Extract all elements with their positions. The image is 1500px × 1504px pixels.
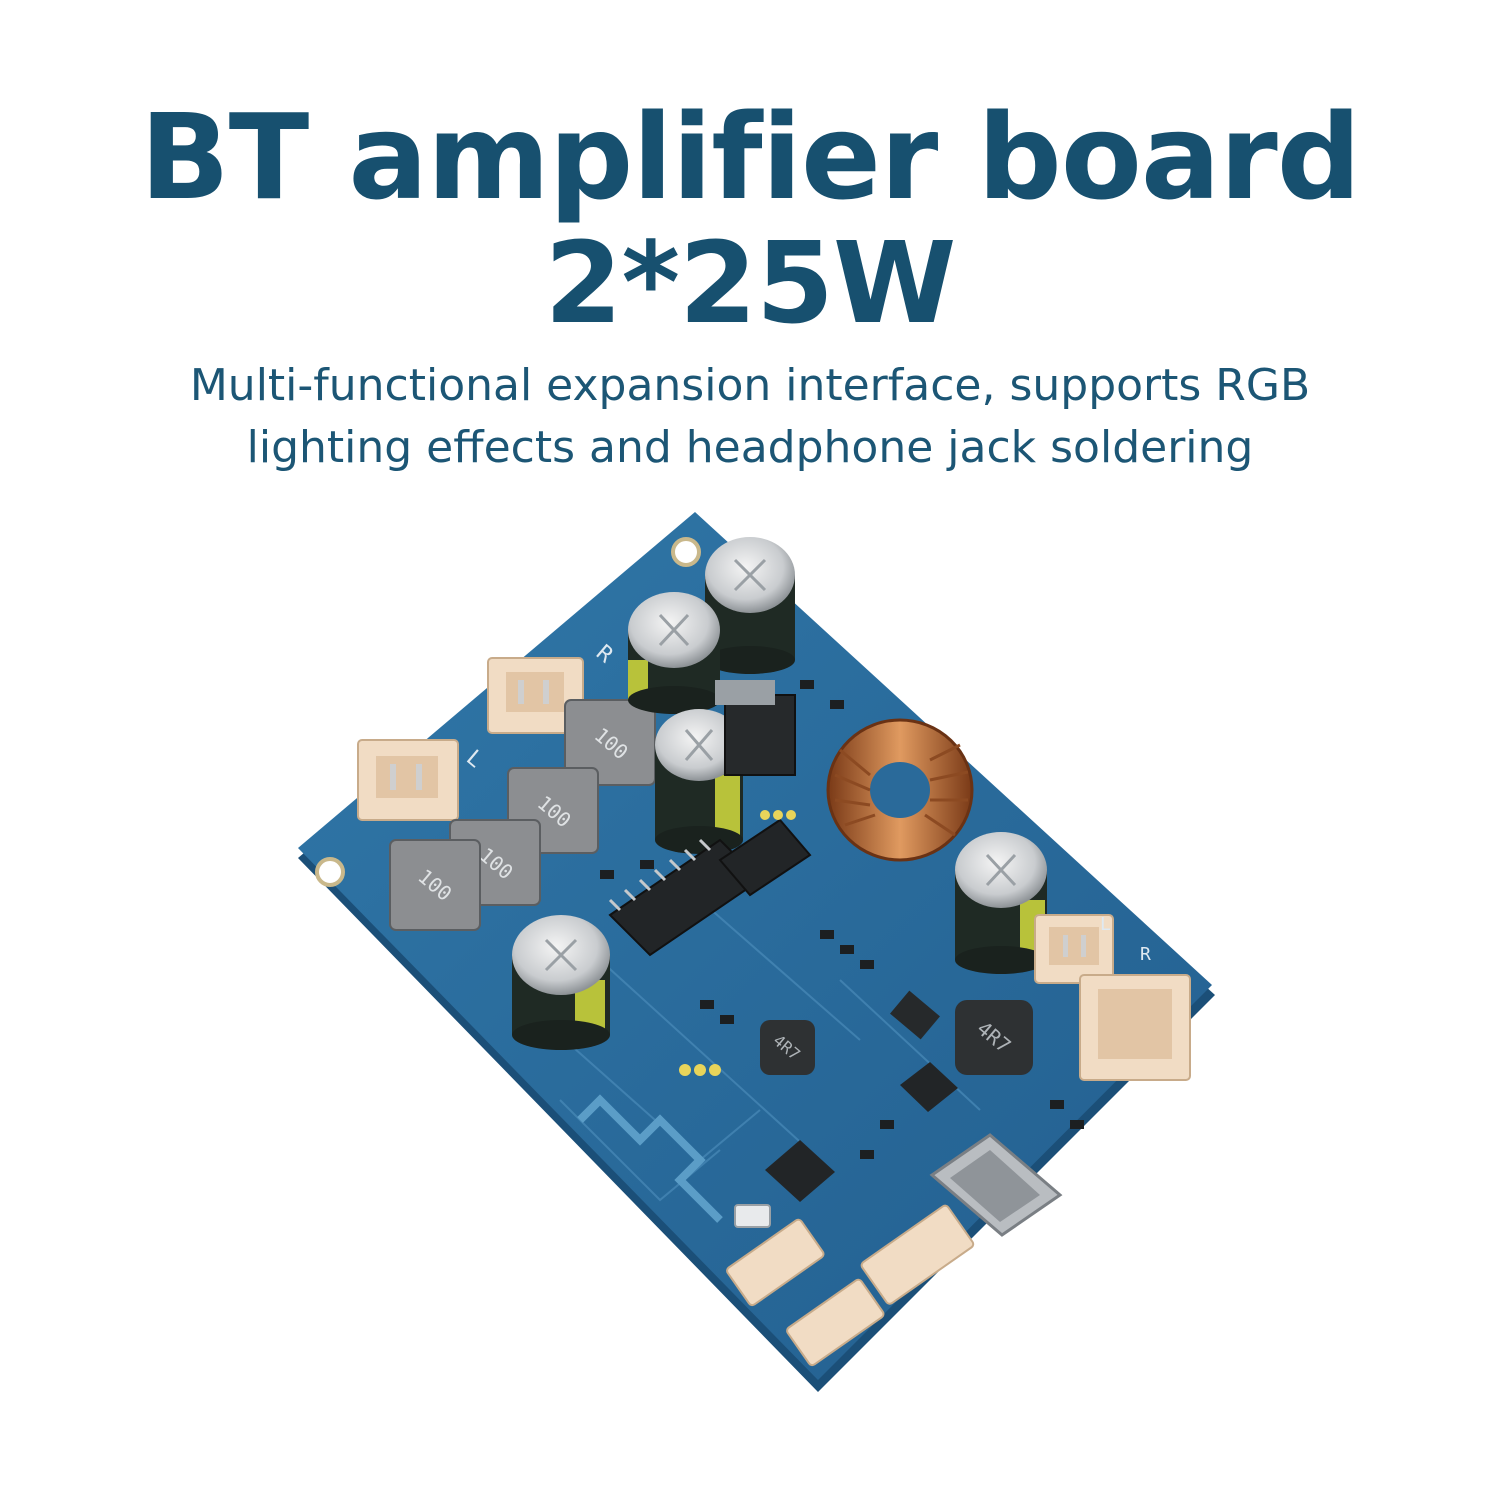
subtitle-line-1: Multi-functional expansion interface, su… bbox=[189, 360, 1311, 411]
subtitle-line-2: lighting effects and headphone jack sold… bbox=[246, 422, 1254, 473]
dsp-ic bbox=[900, 1062, 958, 1112]
capacitor bbox=[955, 832, 1047, 974]
mounting-hole bbox=[315, 857, 345, 887]
title-line-1: BT amplifier board bbox=[139, 88, 1361, 226]
voltage-regulator bbox=[715, 680, 796, 776]
jst-connector bbox=[726, 1218, 825, 1307]
output-connector bbox=[1034, 914, 1114, 984]
capacitor bbox=[512, 915, 610, 1050]
crystal bbox=[734, 1204, 771, 1228]
speaker-connector-l bbox=[357, 739, 459, 821]
power-inductor: 4R7 bbox=[760, 1020, 815, 1075]
silk-label-r2: R bbox=[1140, 944, 1151, 965]
inductor-row: 100 100 100 100 bbox=[389, 699, 656, 931]
diode bbox=[890, 990, 940, 1040]
expansion-connector bbox=[1079, 974, 1191, 1081]
antenna-trace bbox=[577, 1094, 723, 1223]
jst-connector bbox=[786, 1278, 885, 1367]
control-ic bbox=[718, 818, 812, 897]
title-line-2: 2*25W bbox=[544, 219, 957, 349]
header-pins bbox=[679, 810, 796, 1076]
smd-components bbox=[600, 680, 1084, 1159]
usb-c-port bbox=[929, 1133, 1063, 1237]
silk-label-l2: L bbox=[1100, 914, 1111, 935]
power-inductor: 4R7 bbox=[955, 1000, 1033, 1075]
mounting-hole bbox=[671, 537, 701, 567]
capacitor bbox=[628, 592, 720, 714]
speaker-connector-r bbox=[487, 657, 584, 734]
bluetooth-ic bbox=[765, 1140, 835, 1202]
jst-connector bbox=[860, 1204, 975, 1305]
toroid-inductor bbox=[826, 718, 974, 862]
